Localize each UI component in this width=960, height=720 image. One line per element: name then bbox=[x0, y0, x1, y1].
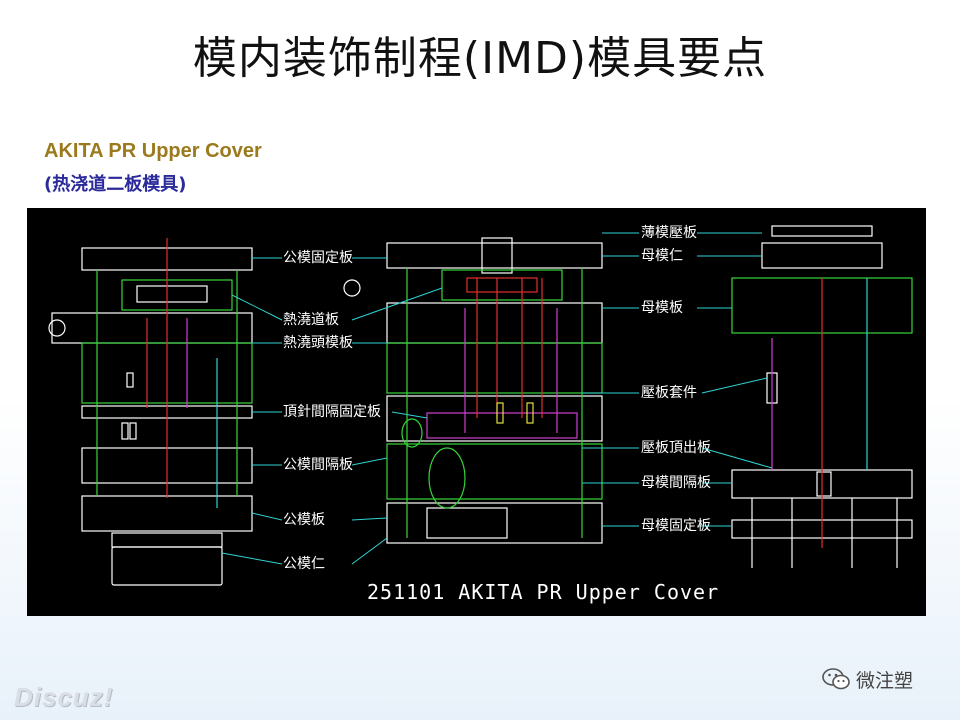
label-core-plate: 公模板 bbox=[283, 512, 325, 528]
label-cavity-plate: 母模板 bbox=[641, 300, 683, 316]
label-core-clamp-plate: 公模固定板 bbox=[283, 250, 353, 266]
label-press-plate-kit: 壓板套件 bbox=[641, 385, 697, 401]
discuz-watermark: Discuz! bbox=[14, 682, 114, 712]
wechat-icon bbox=[822, 668, 850, 690]
drawing-caption: 251101 AKITA PR Upper Cover bbox=[367, 580, 720, 604]
label-core-insert: 公模仁 bbox=[283, 556, 325, 572]
label-thin-press-plate: 薄模壓板 bbox=[641, 225, 697, 241]
label-hot-runner-head-plate: 熱澆頭模板 bbox=[283, 335, 353, 351]
subtitle-english: AKITA PR Upper Cover bbox=[44, 140, 262, 162]
label-ejector-spacer-plate: 頂針間隔固定板 bbox=[283, 404, 381, 420]
label-core-spacer-plate: 公模間隔板 bbox=[283, 457, 353, 473]
wechat-account-name: 微注塑 bbox=[856, 669, 914, 692]
label-press-plate-ejector: 壓板頂出板 bbox=[641, 440, 711, 456]
label-cavity-insert: 母模仁 bbox=[641, 248, 683, 264]
slide-title: 模内装饰制程(IMD)模具要点 bbox=[192, 33, 768, 84]
mold-drawing: 公模固定板 熱澆道板 熱澆頭模板 頂針間隔固定板 公模間隔板 公模板 公模仁 薄… bbox=[27, 208, 926, 616]
subtitle-chinese: (热浇道二板模具) bbox=[44, 174, 187, 195]
label-hot-runner-plate: 熱澆道板 bbox=[283, 312, 339, 328]
wechat-watermark: 微注塑 bbox=[822, 664, 913, 694]
label-cavity-spacer-plate: 母模間隔板 bbox=[641, 475, 711, 491]
mold-drawing-lines bbox=[48, 225, 913, 586]
label-cavity-clamp-plate: 母模固定板 bbox=[641, 518, 711, 534]
